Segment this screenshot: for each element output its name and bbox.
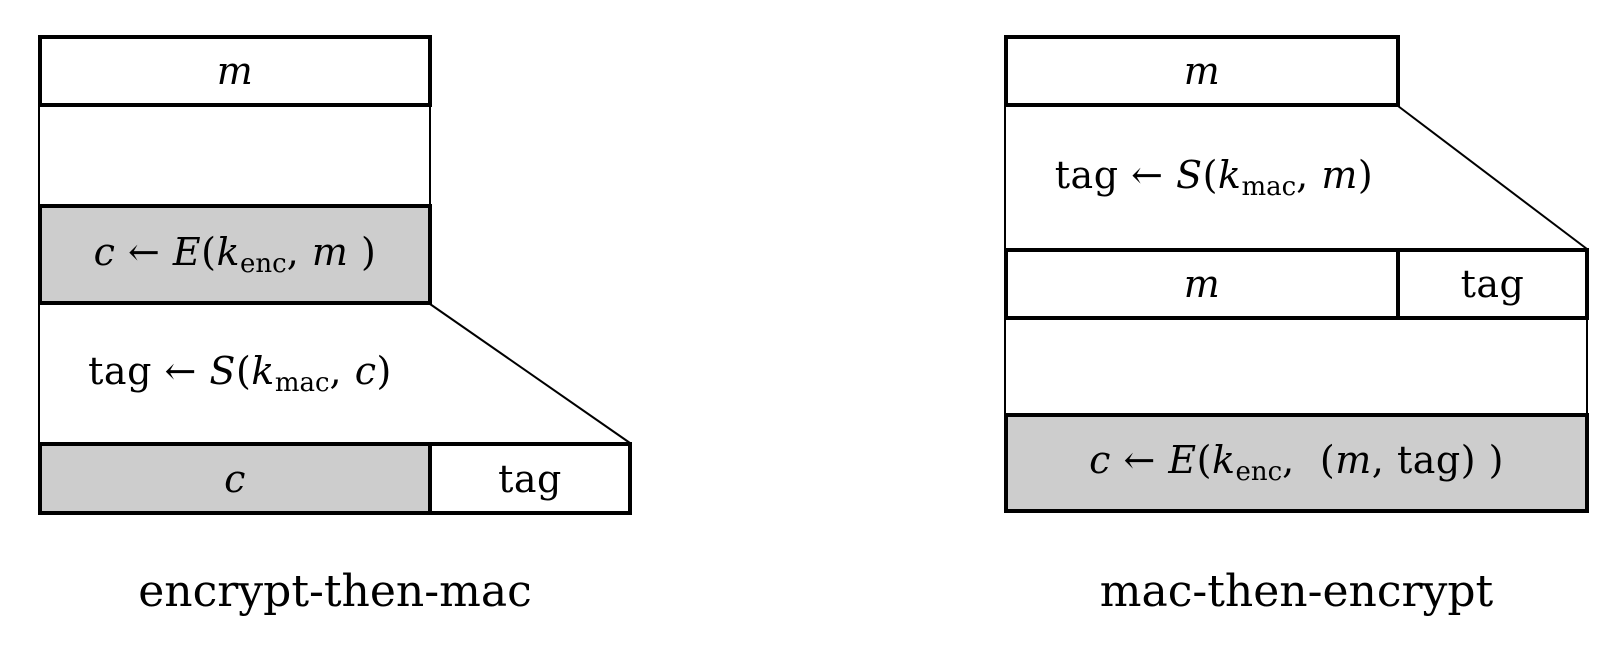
etm-tag-formula: tag ← S(kmac, c) — [88, 352, 392, 396]
formula-segment: c — [93, 229, 116, 274]
formula-subscript: mac — [1241, 171, 1297, 202]
formula-segment: k — [1211, 438, 1236, 482]
mte-encrypt-formula: c ← E(kenc, (m, tag) ) — [1089, 441, 1504, 485]
etm-diagonal-line — [429, 303, 631, 444]
formula-segment: tag — [88, 348, 152, 393]
formula-segment: ) — [348, 229, 377, 274]
formula-segment: ← — [151, 348, 210, 393]
formula-segment: c — [1089, 438, 1111, 482]
etm-gap-left-line — [38, 107, 40, 204]
mte-message-box: m — [1004, 35, 1400, 107]
formula-subscript: mac — [274, 367, 330, 398]
mte-tag-formula: tag ← S(kmac, m) — [1055, 156, 1373, 200]
etm-output-tag-cell: tag — [432, 446, 628, 511]
etm-encrypt-formula: c ← E(kenc, m ) — [94, 233, 377, 277]
formula-segment: ( — [201, 229, 217, 274]
formula-segment: ( — [1202, 152, 1218, 197]
formula-segment: S — [209, 348, 236, 393]
mte-caption: mac-then-encrypt — [1099, 566, 1494, 617]
mte-concat-tag-cell: tag — [1400, 252, 1585, 316]
mte-encrypt-box: c ← E(kenc, (m, tag) ) — [1004, 413, 1589, 513]
formula-segment: ( — [235, 348, 252, 393]
etm-output-box: c tag — [38, 442, 632, 515]
etm-message-box: m — [38, 35, 432, 107]
formula-segment: m — [1335, 438, 1372, 482]
formula-segment: c — [354, 348, 377, 393]
etm-caption: encrypt-then-mac — [138, 566, 532, 617]
mte-concat-tag-text: tag — [1460, 262, 1525, 306]
etm-gap-right-line — [429, 107, 431, 204]
formula-segment: , tag) ) — [1371, 438, 1504, 482]
formula-segment: m — [1321, 152, 1358, 197]
formula-segment: , ( — [1282, 438, 1336, 482]
formula-segment: k — [251, 348, 275, 393]
mte-concat-message-cell: m — [1008, 252, 1400, 316]
formula-subscript: enc — [1235, 457, 1283, 487]
mte-tag-region-left-line — [1004, 107, 1006, 248]
mte-gap-left-line — [1004, 320, 1006, 413]
formula-segment: ← — [1110, 438, 1169, 482]
formula-segment: S — [1176, 152, 1203, 197]
mte-tag-region: tag ← S(kmac, m) — [1004, 107, 1424, 248]
formula-segment: E — [1168, 438, 1197, 482]
formula-segment: E — [172, 229, 202, 274]
formula-segment: m — [311, 229, 349, 274]
formula-segment: tag — [1054, 152, 1119, 197]
etm-encrypt-box: c ← E(kenc, m ) — [38, 204, 432, 305]
formula-segment: ← — [1118, 152, 1177, 197]
formula-segment: , — [1296, 152, 1322, 197]
mte-concat-box: m tag — [1004, 248, 1589, 320]
formula-segment: ) — [1357, 152, 1374, 197]
formula-segment: ( — [1196, 438, 1212, 482]
mte-diagonal-line — [1397, 105, 1588, 250]
etm-tag-region-left-line — [38, 305, 40, 442]
etm-output-tag-text: tag — [498, 456, 562, 501]
formula-segment: k — [216, 229, 241, 274]
formula-segment: ) — [376, 348, 392, 393]
etm-output-cipher-text: c — [224, 456, 246, 501]
etm-output-cipher-cell: c — [42, 446, 432, 511]
mte-message-text: m — [1183, 49, 1221, 93]
formula-segment: , — [329, 348, 355, 393]
mte-gap-right-line — [1586, 320, 1588, 413]
formula-subscript: enc — [240, 248, 287, 279]
formula-segment: k — [1217, 152, 1242, 197]
etm-message-text: m — [216, 49, 254, 93]
mte-concat-message-text: m — [1183, 262, 1221, 306]
formula-segment: ← — [115, 229, 173, 274]
etm-tag-region: tag ← S(kmac, c) — [38, 305, 442, 442]
formula-segment: , — [286, 229, 312, 274]
